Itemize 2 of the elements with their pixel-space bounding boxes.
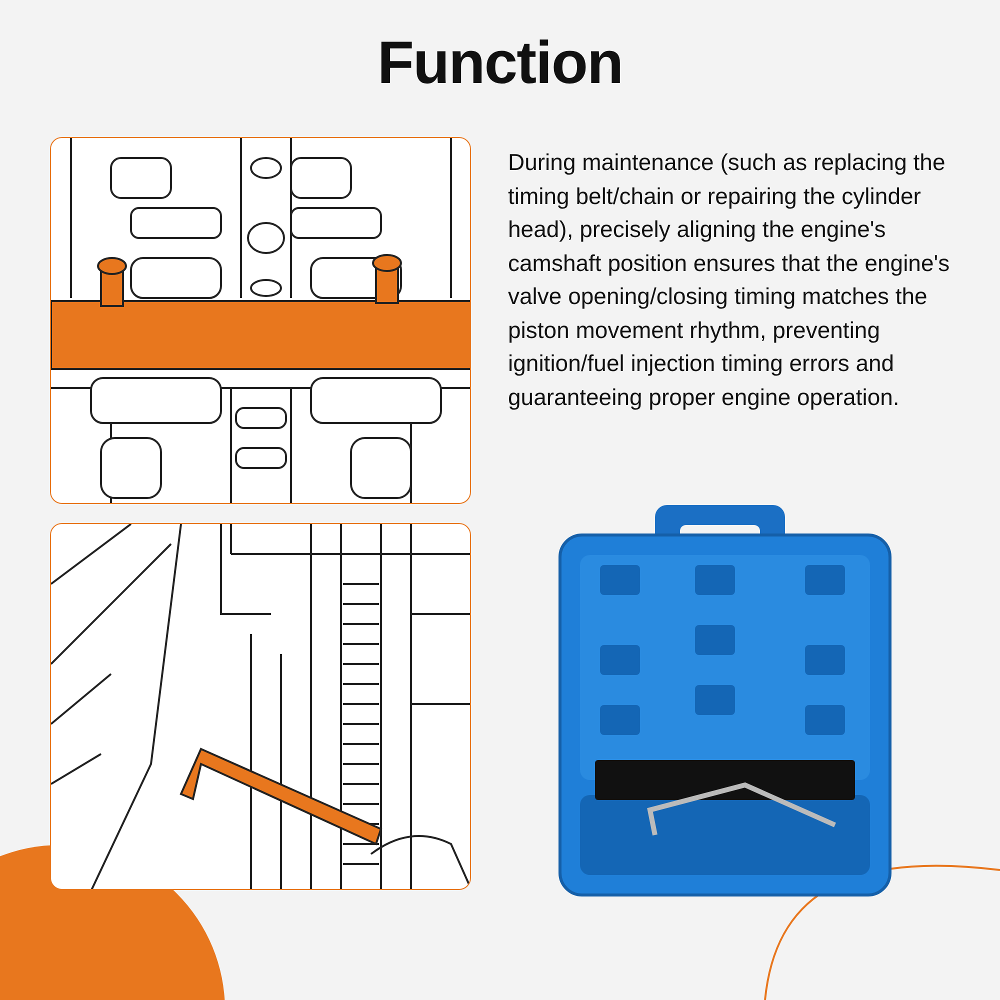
title: Function [376, 28, 624, 97]
description-paragraph: During maintenance (such as replacing the timing belt/chain or repairing the cylinder head), precisely aligning the engine's camshaft position ensures that the engine's valve opening/closing timing matches the piston movement rhythm, preventing ignition/fuel injection timing errors and guaranteeing proper engine operation. [508, 148, 951, 412]
